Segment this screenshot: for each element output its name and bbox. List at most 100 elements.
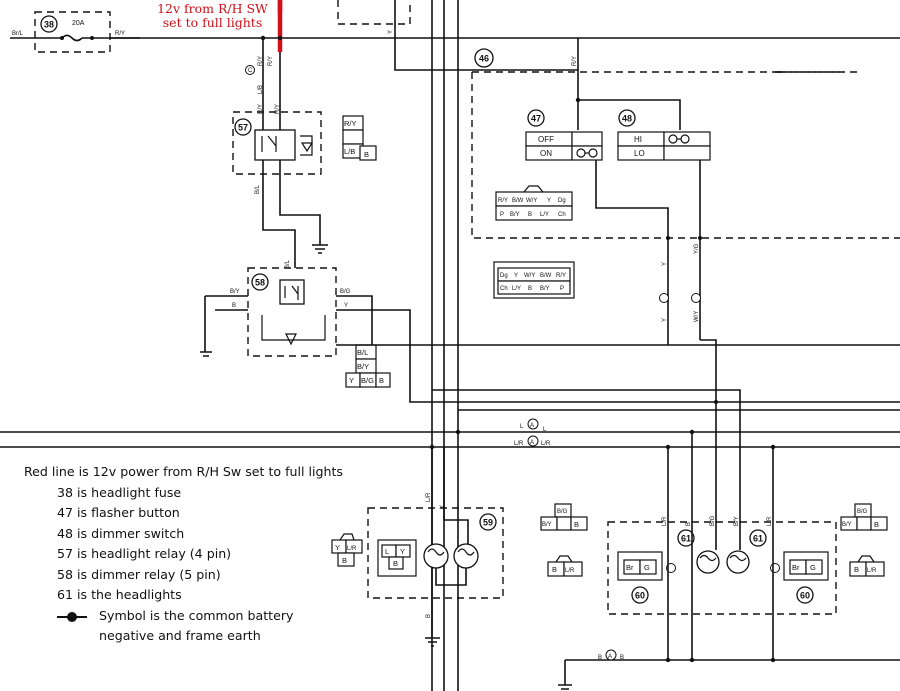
switch48-lo-label: LO xyxy=(634,149,645,158)
wire-label-y-46b: Y xyxy=(662,318,668,322)
component-47-badge xyxy=(527,109,545,127)
component-59-number: 59 xyxy=(483,518,493,528)
conn58-pin-4: B/G xyxy=(361,376,374,385)
component-57-number: 57 xyxy=(238,123,248,133)
component-61-left-number: 61 xyxy=(681,534,691,544)
connector-switch-mating: Dg Y W/Y B/W R/Y Ch L/Y B B/Y P xyxy=(493,261,575,299)
conn-switch-top-5: Dg xyxy=(558,198,566,204)
fuse-38: 38 20A Br/L R/Y xyxy=(10,11,140,53)
conn-switch-bot-3: B xyxy=(528,212,532,218)
switch-48: 48 HI LO xyxy=(617,109,711,161)
component-38-badge xyxy=(40,15,58,33)
wire-label-br-l: Br/L xyxy=(12,31,24,37)
switch47-off-label: OFF xyxy=(538,135,554,144)
wire-label-l-2: L xyxy=(543,427,547,433)
legend-item: 47 is flasher button xyxy=(57,505,180,520)
wire-label-r-y-2: R/Y xyxy=(268,56,274,66)
conn-right-top-2: Y xyxy=(514,273,518,279)
conn-mid-pin-2: B/Y xyxy=(542,522,552,528)
conn-switch-bot-1: P xyxy=(500,212,504,218)
wire-label-r-y-46: R/Y xyxy=(572,56,578,66)
wire-label-y-58: Y xyxy=(344,303,348,309)
wire-label-y-59: Y xyxy=(440,505,446,509)
conn-mid2-pin-1: B xyxy=(552,565,557,574)
conn57-pin-1: R/Y xyxy=(344,119,357,128)
switch47-on-label: ON xyxy=(540,149,552,158)
component-60-right-number: 60 xyxy=(800,591,810,601)
conn-switch-bot-2: B/Y xyxy=(510,212,520,218)
component-57-badge xyxy=(234,118,252,136)
legend: Red line is 12v power from R/H Sw set to… xyxy=(24,462,384,647)
conn-right2-pin-2: L/R xyxy=(867,568,877,574)
connector-57: R/Y L/B B xyxy=(342,115,377,161)
legend-item: 57 is headlight relay (4 pin) xyxy=(57,546,232,561)
component-61-right-number: 61 xyxy=(753,534,763,544)
red-line-annotation: 12v from R/H SW set to full lights xyxy=(150,2,275,30)
component-48-number: 48 xyxy=(622,114,632,124)
wire-node-a-1: A xyxy=(530,423,534,429)
ground-symbol-icon xyxy=(57,611,87,622)
conn-switch-bot-5: Ch xyxy=(558,212,566,218)
connector-mid-small-2: B L/R xyxy=(547,555,583,577)
wire-label-b-ground-1: B xyxy=(598,655,602,661)
legend-symbol-text-cont: negative and frame earth xyxy=(99,628,261,643)
conn-right-small-pin-1: B/G xyxy=(857,509,868,515)
conn-left-pin-1: Y xyxy=(335,543,340,552)
conn59-pin-2: Y xyxy=(400,547,405,556)
connector-58: B/L B/Y Y B/G B xyxy=(345,344,391,388)
wire-label-b-59: B xyxy=(426,614,432,618)
wire-label-r-y-4: R/Y xyxy=(275,104,281,114)
conn-switch-top-3: W/Y xyxy=(526,198,537,204)
wire-label-w-y-46: W/Y xyxy=(694,311,700,322)
conn60-right-pin-2: G xyxy=(810,563,816,572)
conn-left-pin-3: B xyxy=(342,556,347,565)
component-46-number: 46 xyxy=(479,54,489,64)
relay-57: 57 B/L xyxy=(232,111,322,194)
component-59-badge xyxy=(479,513,497,531)
component-46-badge xyxy=(474,48,494,68)
wire-node-a-2: A xyxy=(530,440,534,446)
conn58-pin-5: B xyxy=(379,376,384,385)
conn-switch-top-1: R/Y xyxy=(498,198,508,204)
conn-switch-top-2: B/W xyxy=(512,198,524,204)
conn-right-small-pin-3: B xyxy=(874,520,879,529)
wire-label-b-g-61: B/G xyxy=(710,515,716,526)
wire-label-l-r-61b: L/R xyxy=(767,516,773,526)
connector-mid-small: B/G B/Y B xyxy=(540,503,588,531)
conn-right-bot-5: P xyxy=(560,286,564,292)
conn-left-pin-2: L/R xyxy=(347,546,357,552)
legend-item: 61 is the headlights xyxy=(57,587,182,602)
component-60-left-number: 60 xyxy=(635,591,645,601)
conn-right-bot-3: B xyxy=(528,286,532,292)
wire-node-a-ground: A xyxy=(608,654,612,660)
wire-label-l-r-1: L/R xyxy=(514,441,524,447)
conn-right2-pin-1: B xyxy=(854,565,859,574)
wire-label-y-g-46: Y/G xyxy=(694,243,700,254)
relay-58: 58 B/L xyxy=(247,259,337,357)
conn-right-top-4: B/W xyxy=(540,273,552,279)
conn58-pin-1: B/L xyxy=(357,348,368,357)
annotation-line-2: set to full lights xyxy=(162,15,263,30)
legend-lead: Red line is 12v power from R/H Sw set to… xyxy=(24,464,343,479)
wire-label-b-y-58: B/Y xyxy=(230,289,240,295)
wire-label-r-y-1: R/Y xyxy=(258,56,264,66)
conn58-pin-3: Y xyxy=(349,376,354,385)
conn57-pin-2: L/B xyxy=(344,147,355,156)
conn60-left-pin-2: G xyxy=(644,563,650,572)
component-58-badge xyxy=(251,273,269,291)
wire-label-b-l-58: B/L xyxy=(285,259,291,269)
component-58-number: 58 xyxy=(255,278,265,288)
conn-switch-bot-4: L/Y xyxy=(540,212,549,218)
conn-mid-pin-3: B xyxy=(574,520,579,529)
conn58-pin-2: B/Y xyxy=(357,362,369,371)
conn-right-small-pin-2: B/Y xyxy=(842,522,852,528)
legend-item: 58 is dimmer relay (5 pin) xyxy=(57,566,221,582)
wire-label-y-top: Y xyxy=(388,30,394,34)
conn59-pin-3: B xyxy=(393,559,398,568)
component-60-left-badge xyxy=(631,586,649,604)
connector-right-small: B/G B/Y B xyxy=(840,503,888,531)
wire-label-b-l-57: B/L xyxy=(255,184,261,194)
conn59-pin-1: L xyxy=(385,547,389,556)
connector-right-small-2: B L/R xyxy=(849,555,885,577)
connector-switch-housing: R/Y B/W W/Y Y Dg P B/Y B L/Y Ch xyxy=(495,185,573,221)
